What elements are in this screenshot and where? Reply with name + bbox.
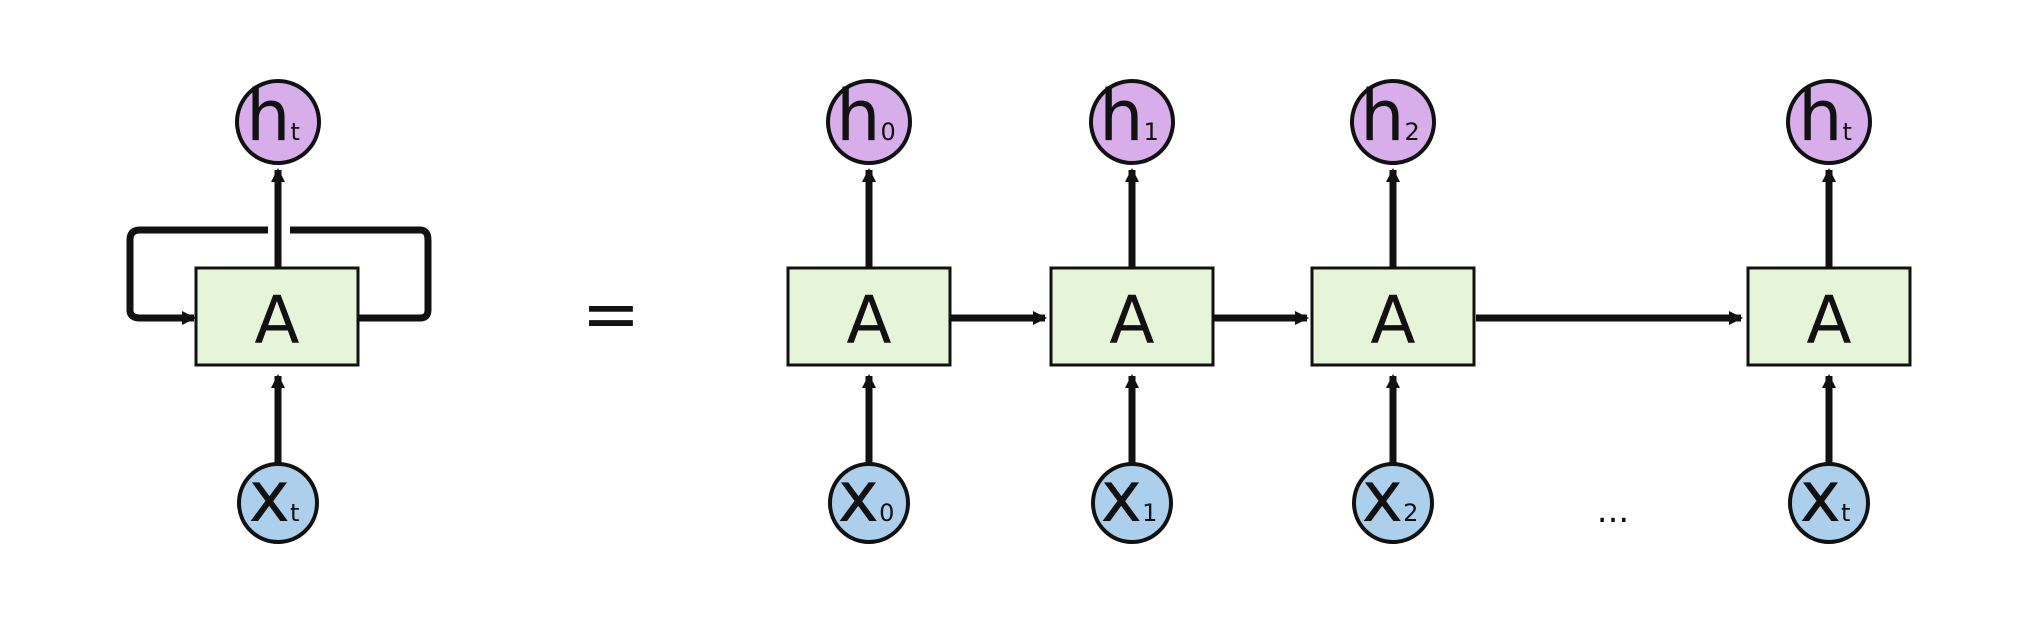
hidden-state-main-label: h <box>1798 75 1842 157</box>
rnn-cell <box>786 266 952 367</box>
recurrent-loop-arrow <box>126 226 268 325</box>
rnn-cell <box>1746 266 1912 367</box>
input-node <box>828 462 910 544</box>
input-main-label: x <box>1800 456 1841 538</box>
rolled-rnn: A ht xt <box>126 75 432 544</box>
hidden-state-sub-label: t <box>290 118 299 146</box>
hidden-state-sub-label: 0 <box>881 118 896 146</box>
input-sub-label: t <box>290 499 299 527</box>
svg-text:x1: x1 <box>1101 456 1158 538</box>
svg-text:h0: h0 <box>836 75 896 157</box>
input-node <box>237 462 319 544</box>
hidden-state-node <box>826 79 912 165</box>
input-node <box>1091 462 1173 544</box>
ellipsis: ... <box>1597 491 1629 531</box>
svg-text:h1: h1 <box>1099 75 1159 157</box>
svg-text:ht: ht <box>1798 75 1852 157</box>
rnn-cell-label: A <box>1806 282 1851 359</box>
hidden-state-sub-label: 1 <box>1144 118 1159 146</box>
rnn-cell-label: A <box>1109 282 1154 359</box>
input-main-label: x <box>249 456 290 538</box>
svg-text:xt: xt <box>1800 456 1851 538</box>
unrolled-step-1: A h1 x1 <box>1049 75 1215 544</box>
svg-text:h2: h2 <box>1360 75 1420 157</box>
svg-text:x2: x2 <box>1362 456 1419 538</box>
hidden-state-node <box>1089 79 1175 165</box>
unrolled-step-2: A h2 x2 <box>1310 75 1476 544</box>
hidden-state-node <box>235 79 321 165</box>
hidden-state-sub-label: t <box>1842 118 1851 146</box>
input-main-label: x <box>838 456 879 538</box>
input-sub-label: 1 <box>1142 499 1157 527</box>
rnn-cell-label: A <box>846 282 891 359</box>
unrolled-step-t: A ht xt <box>1746 75 1912 544</box>
hidden-state-main-label: h <box>246 75 290 157</box>
recurrent-loop-return <box>290 226 432 322</box>
unrolled-step-0: A h0 x0 <box>786 75 952 544</box>
input-main-label: x <box>1101 456 1142 538</box>
hidden-state-node <box>1350 79 1436 165</box>
rnn-cell-label: A <box>1370 282 1415 359</box>
rnn-cell <box>194 266 360 367</box>
rnn-cell <box>1049 266 1215 367</box>
hidden-state-sub-label: 2 <box>1405 118 1420 146</box>
input-sub-label: 2 <box>1403 499 1418 527</box>
hidden-state-main-label: h <box>1099 75 1143 157</box>
equals-sign: = <box>582 273 641 355</box>
hidden-state-main-label: h <box>1360 75 1404 157</box>
hidden-state-main-label: h <box>836 75 880 157</box>
hidden-state-node <box>1786 79 1872 165</box>
svg-text:x0: x0 <box>838 456 895 538</box>
svg-text:xt: xt <box>249 456 300 538</box>
rnn-cell-label: A <box>254 282 299 359</box>
input-main-label: x <box>1362 456 1403 538</box>
input-node <box>1788 462 1870 544</box>
input-node <box>1352 462 1434 544</box>
rnn-cell <box>1310 266 1476 367</box>
svg-text:ht: ht <box>246 75 300 157</box>
input-sub-label: 0 <box>879 499 894 527</box>
input-sub-label: t <box>1841 499 1850 527</box>
